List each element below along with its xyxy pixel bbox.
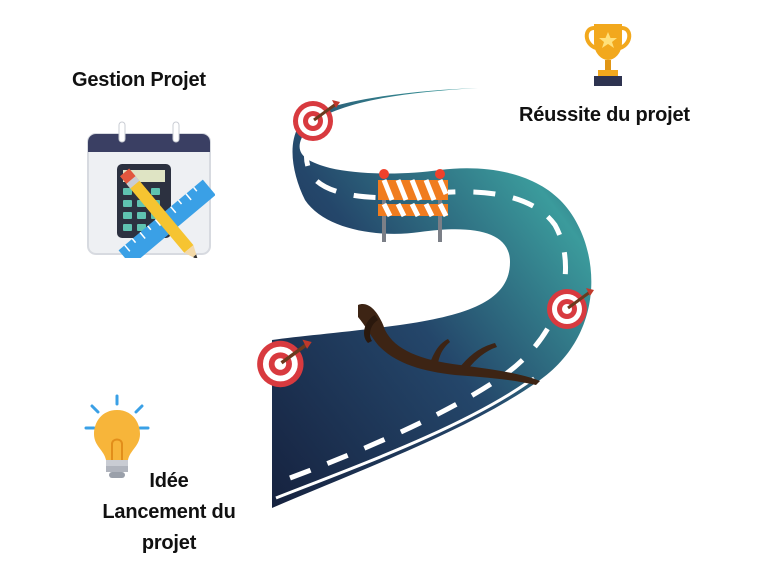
target-icon <box>257 339 312 388</box>
calendar-calculator-icon <box>87 121 215 258</box>
lightbulb-icon <box>84 394 150 478</box>
idea-label-line3: projet <box>141 532 197 554</box>
project-management-label: Gestion Projet <box>72 69 206 91</box>
idea-label-line2: Lancement du <box>102 501 236 523</box>
idea-launch-label: Idée Lancement du projet <box>94 466 244 559</box>
target-icon <box>293 100 340 141</box>
road-edge-line <box>275 376 535 500</box>
road-surface <box>272 88 592 508</box>
road-barrier-icon <box>378 169 449 242</box>
trophy-icon <box>584 24 632 86</box>
project-success-label: Réussite du projet <box>519 104 690 126</box>
idea-label-line1: Idée <box>149 470 189 492</box>
target-icon <box>547 288 594 329</box>
fallen-branch-icon <box>358 304 540 385</box>
road-center-line <box>289 91 569 481</box>
